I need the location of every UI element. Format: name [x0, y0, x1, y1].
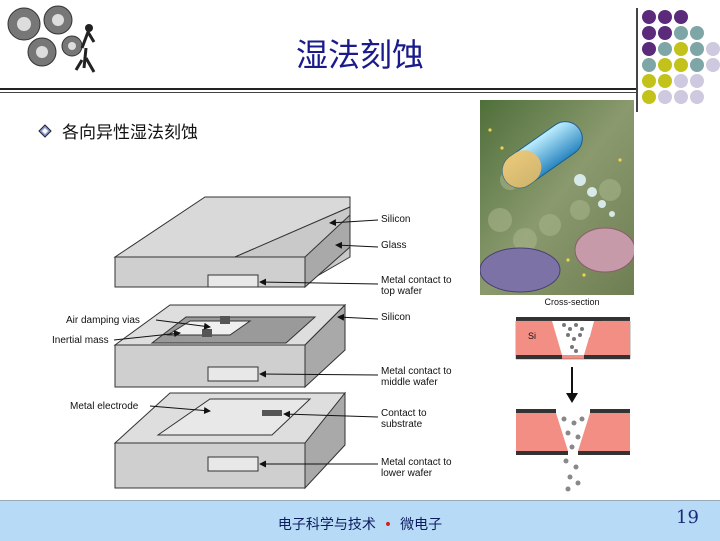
- capsule-illustration: [480, 100, 634, 295]
- footer-separator: •: [384, 517, 392, 533]
- svg-text:Silicon: Silicon: [381, 312, 410, 323]
- title-divider-thin: [0, 92, 636, 93]
- svg-text:substrate: substrate: [381, 419, 423, 430]
- slide-title: 湿法刻蚀: [0, 30, 720, 76]
- svg-text:Silicon: Silicon: [381, 214, 410, 225]
- vertical-divider: [636, 8, 638, 112]
- svg-text:lower wafer: lower wafer: [381, 468, 433, 479]
- svg-text:middle wafer: middle wafer: [381, 377, 438, 388]
- mems-exploded-diagram: Silicon Glass Metal contact to top wafer…: [40, 185, 480, 490]
- footer-right-text: 微电子: [400, 517, 442, 533]
- page-number: 19: [676, 507, 699, 528]
- bullet-text: 各向异性湿法刻蚀: [62, 118, 198, 143]
- svg-text:Metal electrode: Metal electrode: [70, 401, 139, 412]
- svg-text:Cross-section: Cross-section: [544, 297, 599, 307]
- svg-text:Si: Si: [528, 331, 536, 341]
- svg-text:top wafer: top wafer: [381, 286, 423, 297]
- svg-text:Inertial mass: Inertial mass: [52, 335, 109, 346]
- bullet-item: 各向异性湿法刻蚀: [38, 118, 198, 143]
- svg-text:Metal contact to: Metal contact to: [381, 457, 452, 468]
- decor-dot-grid: [640, 8, 720, 118]
- svg-text:Metal contact to: Metal contact to: [381, 275, 452, 286]
- cross-section-diagram: Cross-section Si: [510, 295, 635, 495]
- footer-text: 电子科学与技术 • 微电子: [0, 514, 720, 534]
- footer-left-text: 电子科学与技术: [278, 517, 376, 533]
- diamond-bullet-icon: [38, 124, 52, 138]
- svg-text:Metal contact to: Metal contact to: [381, 366, 452, 377]
- svg-text:Contact to: Contact to: [381, 408, 427, 419]
- title-divider: [0, 88, 636, 90]
- svg-text:Glass: Glass: [381, 240, 407, 251]
- svg-text:Air damping vias: Air damping vias: [66, 315, 140, 326]
